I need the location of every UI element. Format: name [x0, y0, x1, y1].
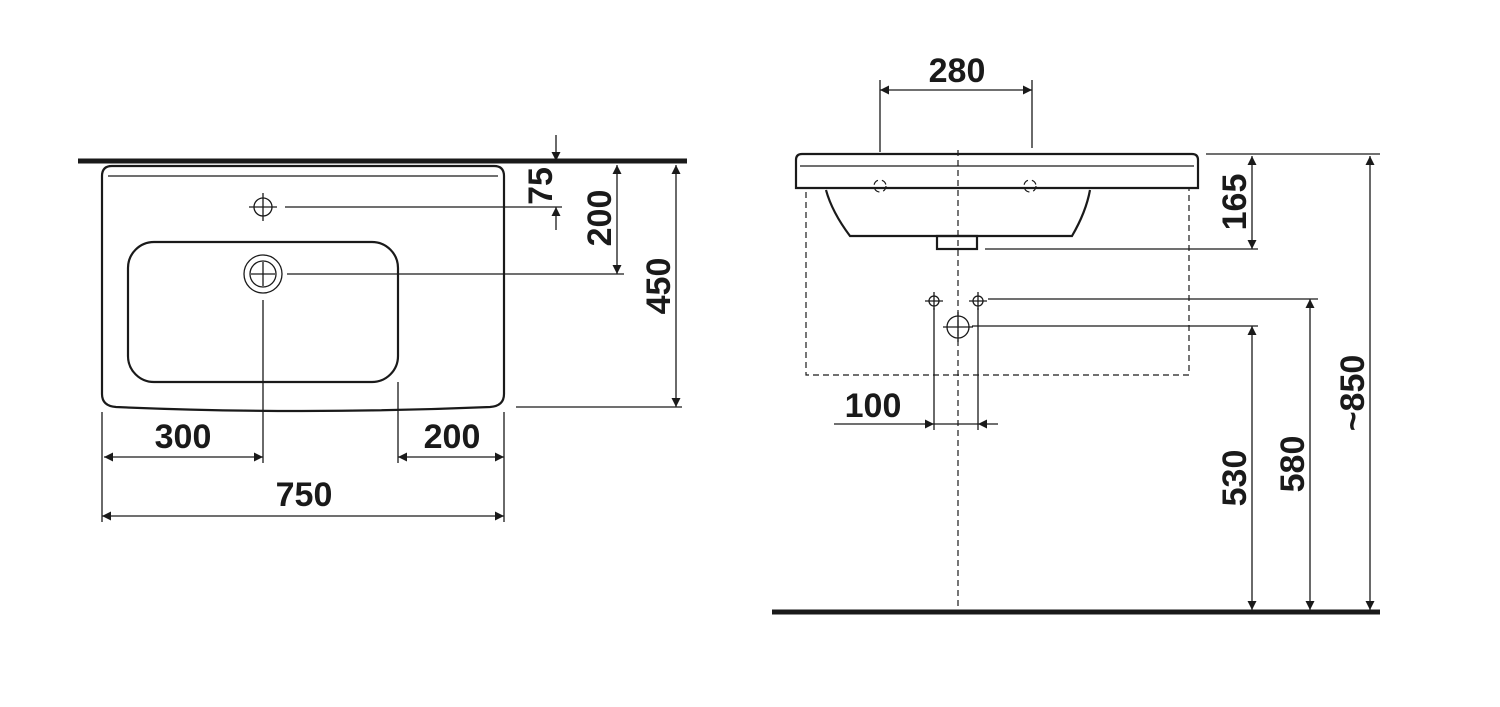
side-view: 280 165 100 530 580 ~850	[772, 52, 1380, 615]
dim-750-label: 750	[276, 476, 333, 514]
tap-hole-icon	[249, 193, 277, 221]
dim-300-label: 300	[155, 418, 212, 456]
dim-450-label: 450	[640, 258, 678, 315]
waste-connection-icon	[943, 312, 973, 342]
water-supply-right-icon	[969, 292, 987, 310]
cabinet-outline	[805, 187, 1190, 376]
dim-850-label: ~850	[1334, 355, 1372, 432]
dim-280-label: 280	[929, 52, 986, 90]
dim-200-vertical-label: 200	[581, 190, 619, 247]
drain-icon	[243, 254, 283, 294]
dim-75-label: 75	[522, 167, 560, 205]
hidden-hole-right-icon	[1023, 179, 1037, 193]
hidden-hole-left-icon	[873, 179, 887, 193]
basin-top	[794, 152, 1200, 190]
dim-530-label: 530	[1216, 450, 1254, 507]
dim-580-label: 580	[1274, 436, 1312, 493]
dim-200-horizontal-label: 200	[424, 418, 481, 456]
water-supply-left-icon	[925, 292, 943, 310]
dim-165-label: 165	[1216, 174, 1254, 231]
dim-100-label: 100	[845, 387, 902, 425]
waste-outlet	[935, 234, 979, 251]
basin-outline	[100, 164, 506, 413]
plan-view: 75 200 450 300 200 750	[78, 135, 687, 522]
